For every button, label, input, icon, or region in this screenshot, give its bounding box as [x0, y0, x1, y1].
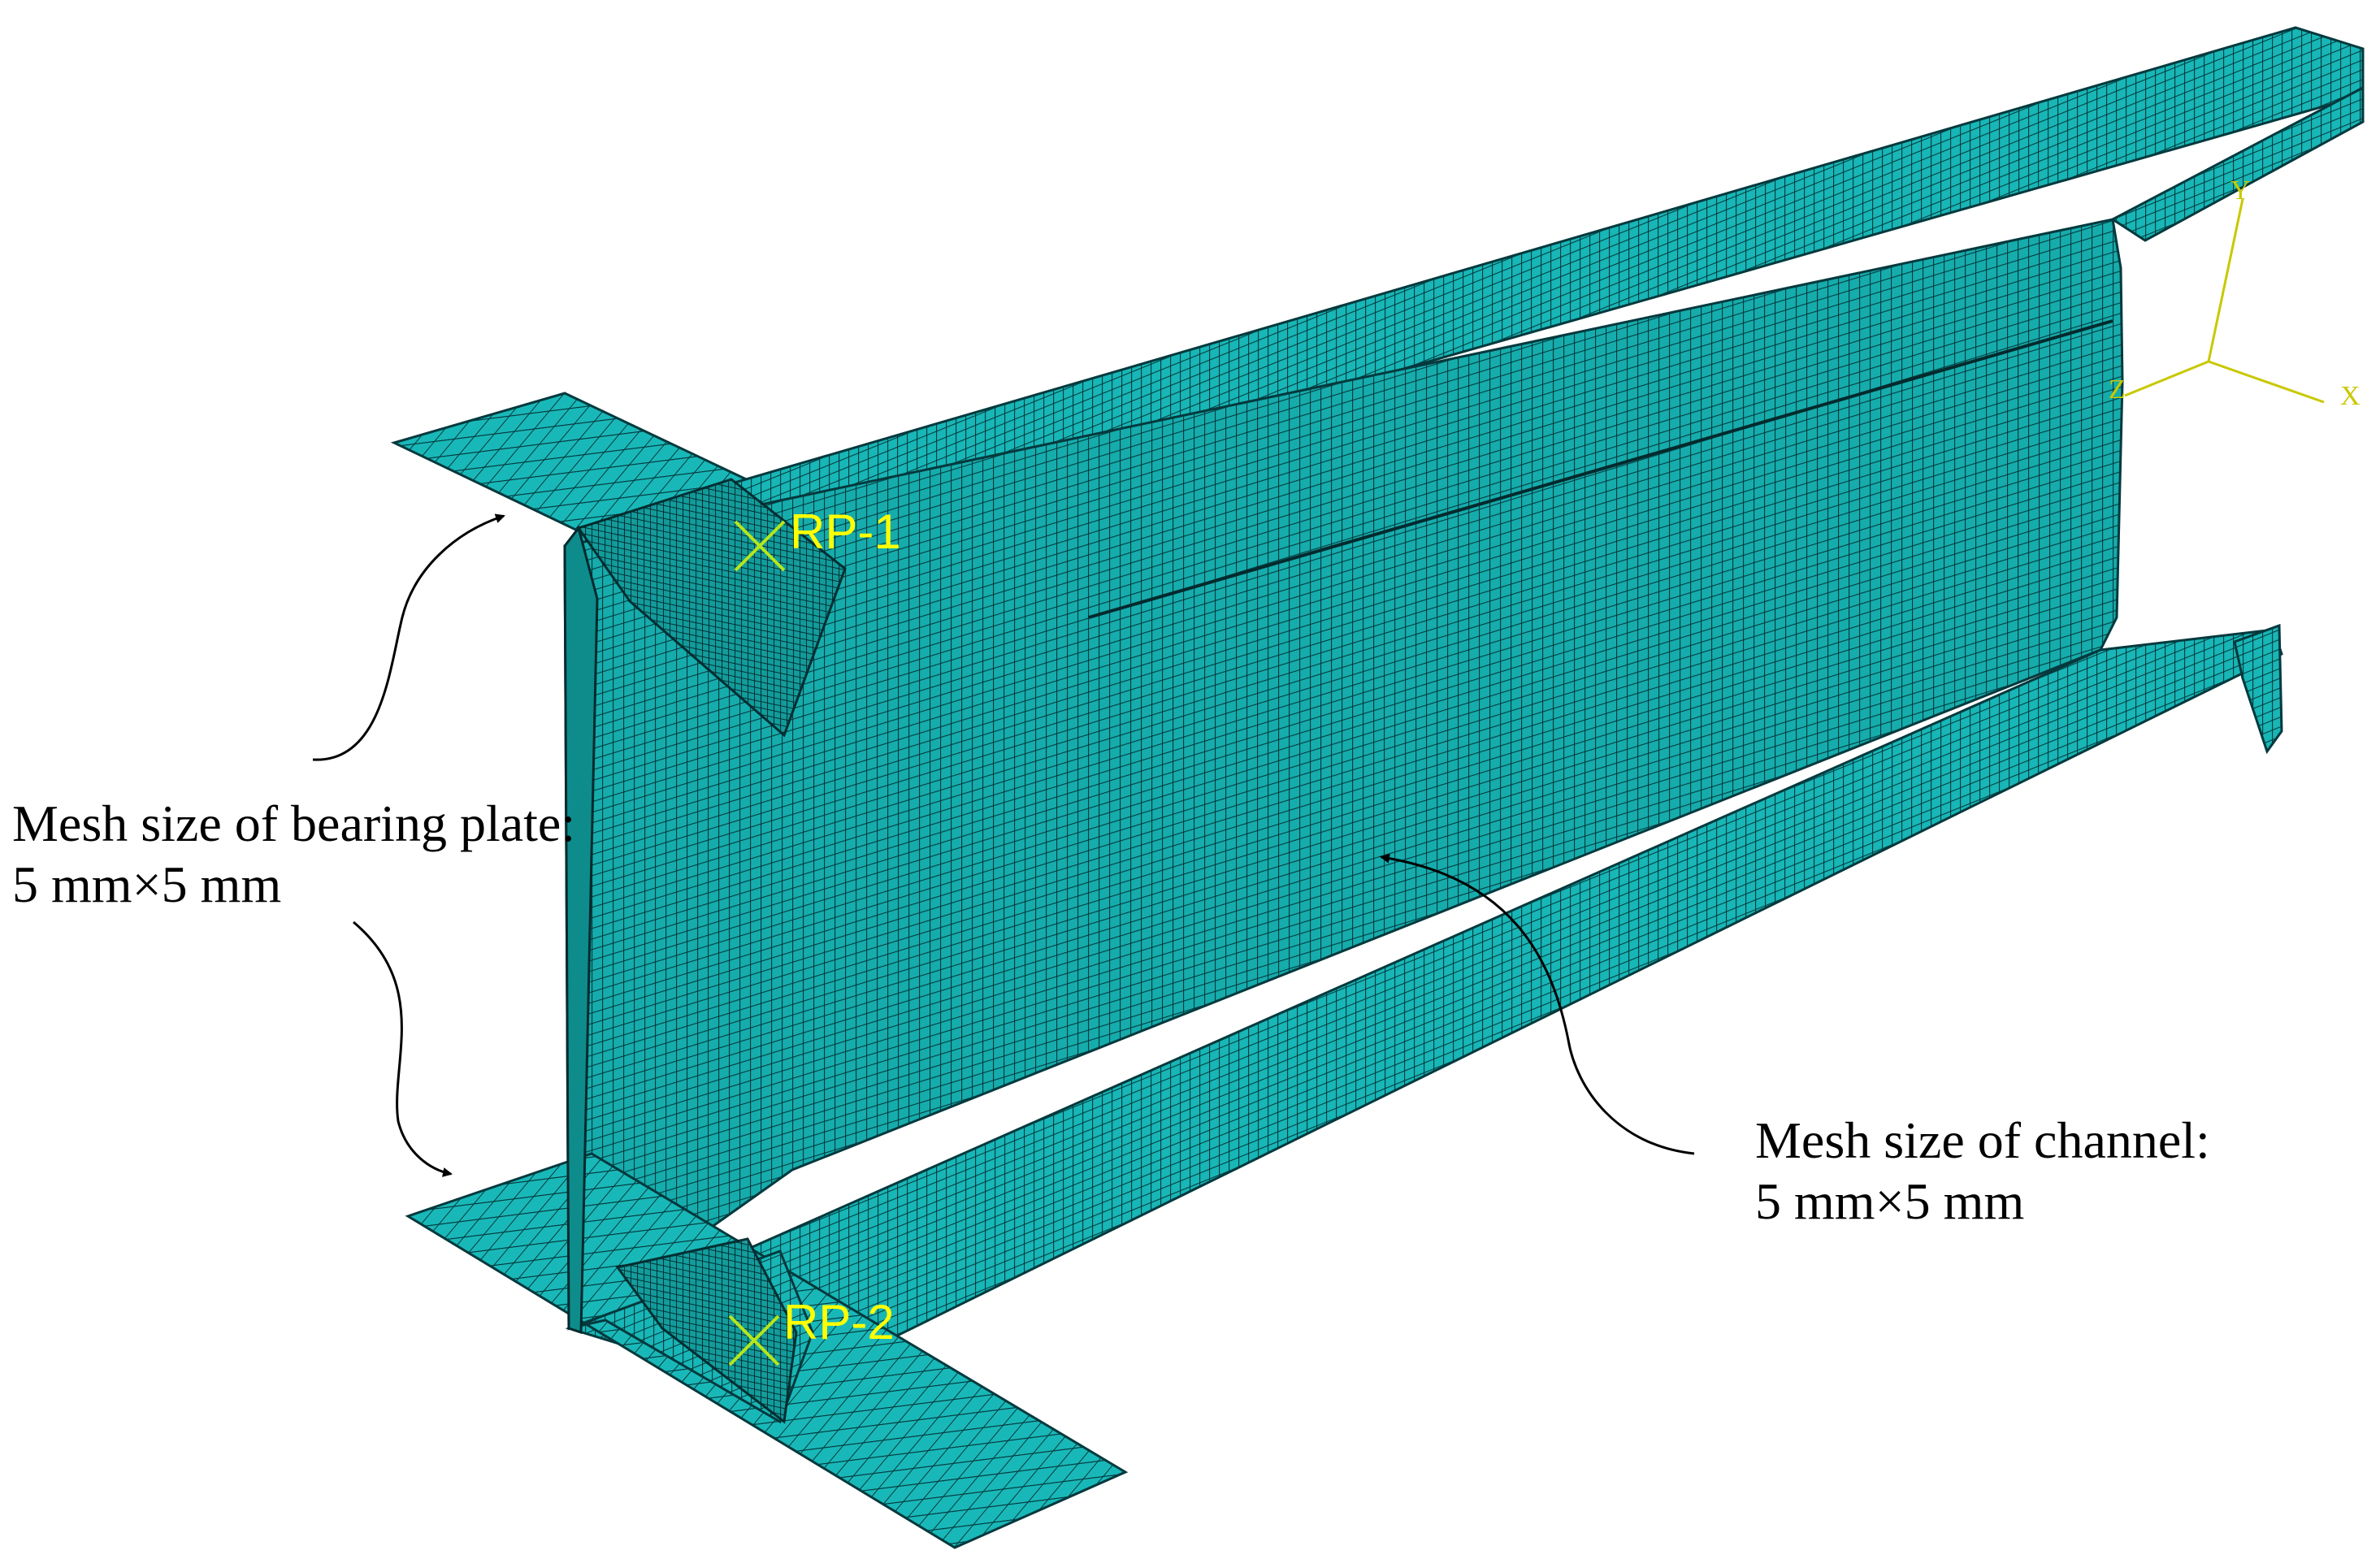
rp2-marker-icon	[728, 1314, 780, 1366]
channel-web-end	[563, 525, 599, 1335]
top-end-dense-mesh	[576, 478, 847, 738]
channel-bottom-lip	[2233, 623, 2283, 755]
triad-y-label: Y	[2230, 175, 2251, 206]
triad-x-label: X	[2340, 381, 2360, 411]
rp2-label: RP-2	[783, 1295, 895, 1349]
channel-annotation-line1: Mesh size of channel:	[1755, 1111, 2210, 1169]
web-fold-line	[1088, 319, 2113, 619]
bearing-plate-annotation-line2: 5 mm×5 mm	[12, 855, 281, 913]
channel-top-lip	[2110, 85, 2365, 242]
bearing-plate-annotation-line1: Mesh size of bearing plate:	[12, 795, 575, 852]
channel-leader	[1380, 853, 1695, 1155]
channel-annotation-line2: 5 mm×5 mm	[1755, 1172, 2024, 1230]
rp1-label: RP-1	[790, 505, 901, 559]
bottom-end-dense-mesh	[615, 1237, 798, 1424]
rp1-marker-icon	[734, 520, 786, 572]
bearing-plate-leader-bottom	[353, 920, 453, 1177]
bearing-plate-leader-top	[312, 513, 505, 761]
coordinate-triad-icon	[2124, 198, 2325, 404]
triad-z-label: Z	[2109, 375, 2126, 405]
